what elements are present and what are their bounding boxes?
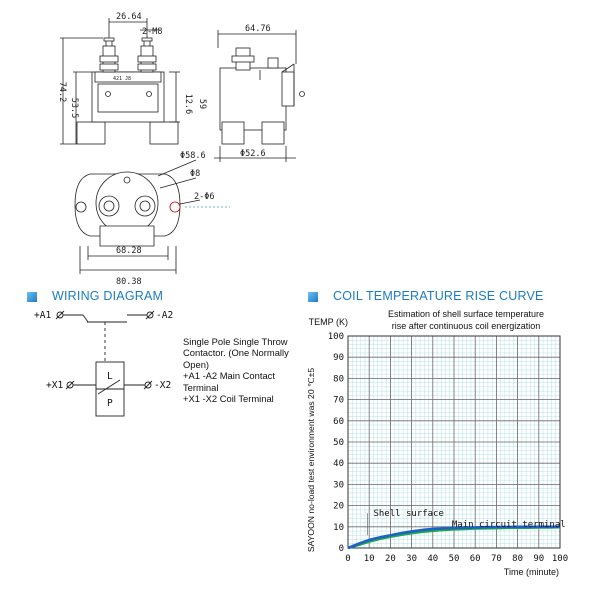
chart-caption-1: Estimation of shell surface temperature [388,309,544,319]
x-tick-label: 40 [427,554,438,564]
front-view [60,18,180,145]
x-tick-label: 90 [533,554,544,564]
y-tick-label: 70 [333,396,344,406]
y-tick-label: 60 [333,417,344,427]
x-tick-label: 0 [345,554,350,564]
dim-phi-8: Φ8 [190,169,200,179]
y-tick-label: 80 [333,374,344,384]
wiring-label-a1: +A1 [34,310,51,321]
desc-line-1: Single Pole Single Throw [183,336,288,347]
label-plate: 421 J8 [113,76,131,82]
x-tick-label: 10 [364,554,375,564]
dim-53-5: 53.5 [69,98,79,118]
x-tick-label: 30 [406,554,417,564]
wiring-schematic: +A1 -A2 +X1 -X2 L P [34,310,173,417]
wiring-section-marker [27,292,37,302]
desc-line-3: Open) [183,358,210,370]
wiring-label-a2: -A2 [156,310,173,321]
wiring-label-x1: +X1 [46,380,63,391]
y-tick-label: 30 [333,480,344,490]
x-tick-label: 100 [552,554,568,564]
plot-frame [347,335,561,549]
annotation-main-circuit-terminal: Main circuit terminal [452,520,566,530]
dim-phi-58-6: Φ58.6 [180,151,206,161]
major-grid [347,335,561,549]
desc-line-2: Contactor. (One Normally [183,347,289,359]
y-tick-label: 20 [333,502,344,512]
y-tick-label: 40 [333,459,344,469]
dim-2-phi-6: 2-Φ6 [194,192,214,202]
dim-26-64: 26.64 [116,12,142,22]
y-tick-label: 50 [333,438,344,448]
series-line-main-circuit-terminal [347,525,560,550]
dim-68-28: 68.28 [116,246,142,256]
dim-74-2: 74.2 [57,82,67,102]
side-view [214,30,305,162]
bottom-view [74,159,230,274]
x-tick-label: 20 [385,554,396,564]
temp-title: COIL TEMPERATURE RISE CURVE [333,289,544,303]
technical-drawings: 26.64 2-M8 421 J8 74.2 53.5 12.6 59 64.7… [57,12,305,285]
dim-80-38: 80.38 [116,277,142,285]
wiring-description: Single Pole Single Throw Contactor. (One… [183,336,305,404]
desc-line-4: +A1 -A2 Main Contact [183,370,275,382]
y-axis-label: TEMP (K) [309,317,348,327]
dim-64-76: 64.76 [245,24,271,34]
dim-phi-52-6: Φ52.6 [240,149,266,159]
annotation-shell-surface: Shell surface [373,509,443,519]
wiring-title: WIRING DIAGRAM [52,289,164,303]
chart-caption-2: rise after continuous coil energization [392,321,541,331]
y-tick-label: 100 [328,332,344,342]
y-tick-label: 0 [339,544,344,554]
temp-section-marker [308,292,318,302]
dim-2-m8: 2-M8 [142,27,162,37]
y-tick-label: 90 [333,353,344,363]
x-tick-label: 80 [512,554,523,564]
desc-line-6: +X1 -X2 Coil Terminal [183,393,274,405]
wiring-label-x2: -X2 [154,380,171,391]
side-note: SAYOON no-load test environment was 20 ℃… [306,368,316,552]
coil-label-l: L [107,371,113,382]
tick-layer: 0 10 20 30 40 50 60 70 80 90 100 0 10 20 30 40 50 60 70 80 9… [328,332,568,564]
y-tick-label: 10 [333,523,344,533]
desc-line-5: Terminal [183,381,219,393]
dim-12-6: 12.6 [183,94,193,114]
dim-59: 59 [197,99,207,109]
x-tick-label: 50 [449,554,460,564]
x-tick-label: 60 [470,554,481,564]
coil-label-p: P [107,398,113,409]
x-axis-label: Time (minute) [504,567,559,577]
x-tick-label: 70 [491,554,502,564]
